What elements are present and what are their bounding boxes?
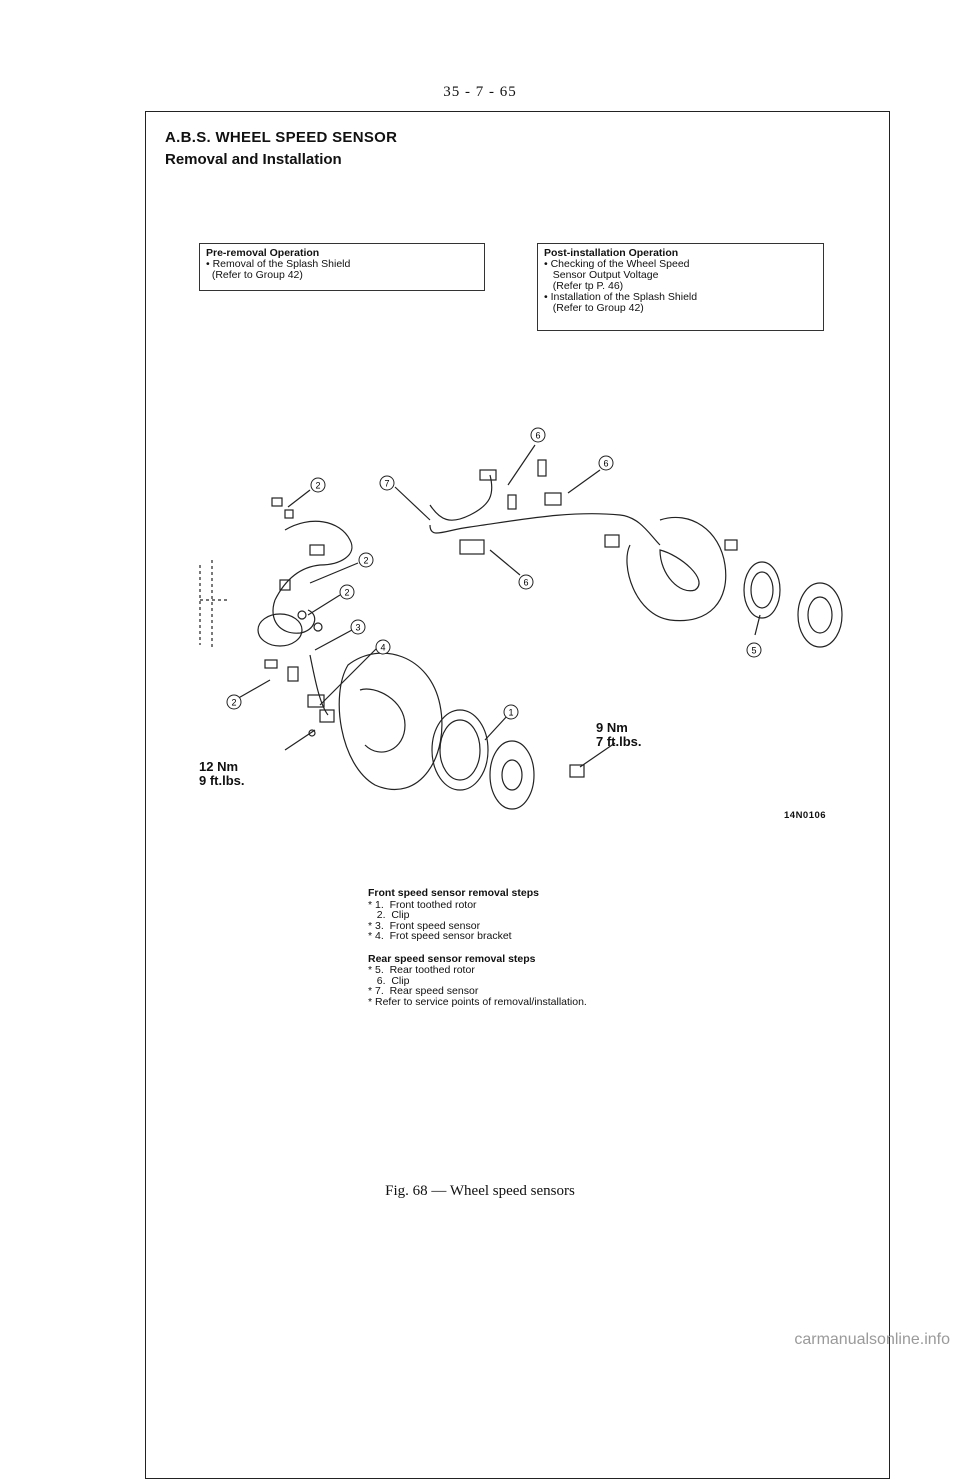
step-item: * 5. Rear toothed rotor — [368, 964, 475, 976]
callout-number: 6 — [603, 459, 608, 469]
page-number: 35 - 7 - 65 — [443, 84, 517, 100]
post-installation-line: • Installation of the Splash Shield — [544, 291, 698, 303]
figure-caption: Fig. 68 — Wheel speed sensors — [385, 1183, 575, 1199]
torque-nm: 9 Nm — [596, 720, 628, 735]
removal-steps: Front speed sensor removal steps * 1. Fr… — [368, 888, 587, 1007]
post-installation-box: Post-installation Operation • Checking o… — [537, 243, 824, 331]
callout-number: 3 — [355, 623, 360, 633]
watermark: carmanualsonline.info — [794, 1331, 950, 1348]
torque-label-right: 9 Nm 7 ft.lbs. — [596, 721, 642, 749]
footnote: * Refer to service points of removal/ins… — [368, 995, 587, 1008]
pre-removal-box: Pre-removal Operation • Removal of the S… — [199, 243, 485, 291]
callout-number: 6 — [535, 431, 540, 441]
post-installation-line: (Refer tp P. 46) — [544, 280, 624, 292]
callout-number: 6 — [523, 578, 528, 588]
callout-number: 1 — [508, 708, 513, 718]
callout-number: 2 — [315, 481, 320, 491]
exploded-view-diagram: 2 2 2 3 4 2 7 6 6 6 5 1 — [199, 427, 843, 810]
front-steps-title: Front speed sensor removal steps — [368, 887, 539, 899]
callout-number: 5 — [751, 646, 756, 656]
callout-number: 4 — [380, 643, 385, 653]
step-item: * 1. Front toothed rotor — [368, 898, 477, 911]
step-item: 2. Clip — [368, 909, 410, 921]
post-installation-line: (Refer to Group 42) — [544, 302, 644, 314]
step-item: 6. Clip — [368, 974, 410, 987]
post-installation-line: • Checking of the Wheel Speed — [544, 258, 690, 270]
torque-label-left: 12 Nm 9 ft.lbs. — [199, 760, 245, 788]
torque-ftlbs: 7 ft.lbs. — [596, 734, 642, 749]
section-title: A.B.S. WHEEL SPEED SENSOR — [165, 129, 398, 146]
callout-number: 2 — [344, 588, 349, 598]
rear-steps-title: Rear speed sensor removal steps — [368, 952, 536, 965]
callout-number: 2 — [363, 556, 368, 566]
torque-nm: 12 Nm — [199, 759, 239, 774]
post-installation-line: Sensor Output Voltage — [544, 269, 659, 281]
section-subtitle: Removal and Installation — [165, 151, 342, 168]
step-item: * 3. Front speed sensor — [368, 919, 481, 932]
torque-ftlbs: 9 ft.lbs. — [199, 773, 245, 788]
callout-number: 7 — [384, 479, 389, 489]
step-item: * 4. Frot speed sensor bracket — [368, 930, 512, 942]
post-installation-title: Post-installation Operation — [544, 247, 679, 259]
figure-code: 14N0106 — [784, 810, 827, 821]
step-item: * 7. Rear speed sensor — [368, 985, 479, 997]
pre-removal-line: (Refer to Group 42) — [206, 269, 303, 281]
callout-number: 2 — [231, 698, 236, 708]
pre-removal-title: Pre-removal Operation — [206, 247, 320, 259]
pre-removal-line: • Removal of the Splash Shield — [206, 258, 351, 270]
